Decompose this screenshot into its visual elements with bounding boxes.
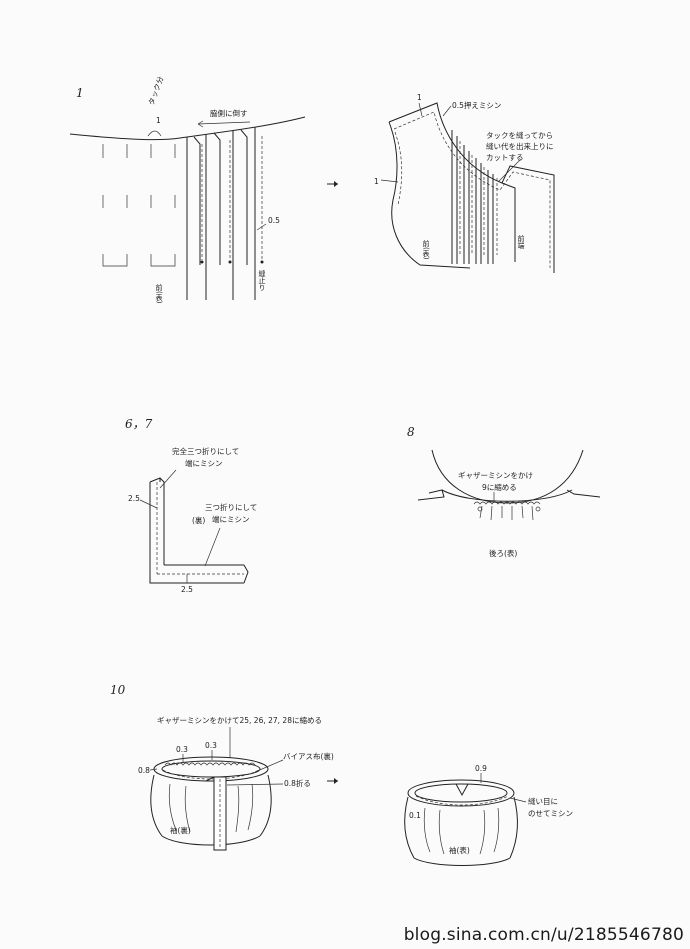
value-03b-label: 0.3: [205, 741, 217, 750]
step8-gather-diagram: 8 ギャザーミシンをかけ 9に縮める 後ろ(表): [407, 425, 601, 558]
tuck-value-label: 1: [156, 116, 161, 125]
fold-direction-label: 脇側に倒す: [210, 108, 248, 118]
value-03a-label: 0.3: [176, 745, 188, 754]
step1-tuck-diagram: 1 タック分 1 脇側に倒す: [69, 75, 306, 304]
seam-stop-width-label: 0.5: [268, 216, 280, 225]
gather-note-label: ギャザーミシンをかけ 9に縮める: [458, 471, 535, 492]
front-right-side-label: 前(表): [155, 283, 163, 304]
sleeve-wrong-label: 袖(裏): [170, 825, 191, 835]
left-value-label: 2.5: [128, 494, 140, 503]
right-front-label: 前(表): [422, 239, 430, 260]
seam-stop-label: 縫止り: [258, 269, 266, 291]
stitch-on-seam-label: 縫い目に のせてミシン: [528, 796, 573, 818]
step10-sleeve-cuff-right: 0.9 0.1 縫い目に のせてミシン 袖(表): [404, 764, 573, 866]
bias-cloth-label: バイアス布(裏): [283, 751, 334, 761]
arrow-head-icon-2: [334, 778, 338, 784]
step8-number: 8: [407, 425, 415, 439]
step67-number: 6，7: [125, 417, 153, 431]
bottom-value-label: 2.5: [181, 585, 193, 594]
value-01-label: 0.1: [409, 811, 421, 820]
step67-hem-diagram: 6，7 完全三つ折りにして 端にミシン 三つ折りにして 端にミシン (裏) 2.…: [125, 417, 260, 594]
back-right-side-label: 後ろ(表): [489, 548, 517, 558]
fold-08-label: 0.8折る: [284, 778, 311, 788]
value-09-label: 0.9: [475, 764, 487, 773]
wrong-side-label: (裏): [192, 515, 205, 525]
press-stitch-label: 0.5押えミシン: [452, 100, 501, 110]
step1-number: 1: [76, 86, 84, 100]
right-side-value-label: 1: [374, 177, 379, 186]
blog-watermark: blog.sina.com.cn/u/2185546780: [403, 925, 684, 945]
step10-sleeve-cuff-left: 10 ギャザーミシンをかけて25, 26, 27, 28に縮める 0.3 0.3…: [110, 683, 334, 851]
step10-number: 10: [110, 683, 126, 697]
tuck-allowance-label: タック分: [147, 75, 166, 107]
full-triple-fold-label: 完全三つ折りにして 端にミシン: [172, 446, 242, 468]
value-08-label: 0.8: [138, 766, 150, 775]
sleeve-right-label: 袖(表): [449, 845, 470, 855]
front-edge-label: 前端: [517, 234, 525, 250]
cut-note-label: タックを縫ってから 縫い代を出来上りに カットする: [486, 130, 556, 162]
triple-fold-label: 三つ折りにして 端にミシン: [205, 502, 260, 524]
right-top-value-label: 1: [417, 93, 422, 102]
step1-front-bodice: 1 0.5押えミシン タックを縫ってから 縫い代を出来上りに カットする 1 前…: [374, 93, 556, 273]
sleeve-gather-note-label: ギャザーミシンをかけて25, 26, 27, 28に縮める: [157, 715, 322, 725]
arrow-head-icon: [334, 181, 338, 187]
